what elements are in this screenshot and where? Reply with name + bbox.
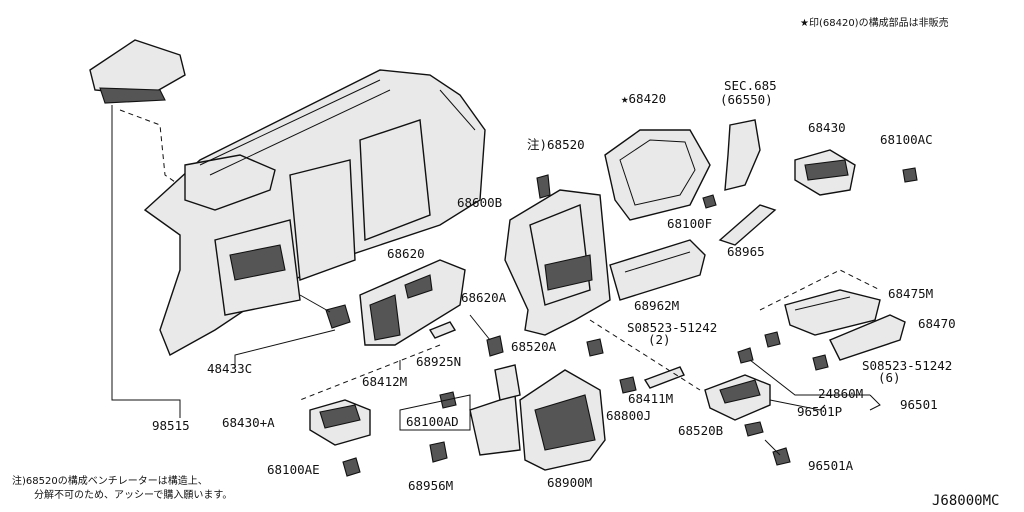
label-68620A: 68620A xyxy=(461,290,507,305)
center-ventilator-68520 xyxy=(504,174,611,336)
label-68520A: 68520A xyxy=(511,339,557,354)
box-68475M xyxy=(784,289,881,336)
label-68100AE: 68100AE xyxy=(267,462,320,477)
label-sec685-sub: (66550) xyxy=(720,92,773,107)
lid-68470 xyxy=(829,314,906,361)
screw-68800J xyxy=(619,376,637,394)
side-panel-68620 xyxy=(359,259,466,346)
label-sec685: SEC.685 xyxy=(724,78,777,93)
label-96501P: 96501P xyxy=(797,404,842,419)
label-68600B: 68600B xyxy=(457,195,502,210)
cluster-lid-68420 xyxy=(604,129,711,221)
trim-68965 xyxy=(718,204,777,246)
strip-68411M xyxy=(643,366,685,389)
label-68430A: 68430+A xyxy=(222,415,275,430)
label-68620: 68620 xyxy=(387,246,425,261)
screw-68620A xyxy=(469,314,504,357)
box-leader xyxy=(759,269,881,311)
label-68956M: 68956M xyxy=(408,478,453,493)
label-68962M: 68962M xyxy=(634,298,679,313)
label-96501A: 96501A xyxy=(808,458,854,473)
header-note: ★印(68420)の構成部品は非販売 xyxy=(800,16,949,29)
label-98515: 98515 xyxy=(152,418,190,433)
label-08523-6-qty: (6) xyxy=(878,370,901,385)
ventilator-leader xyxy=(589,319,701,391)
label-24860M: 24860M xyxy=(818,386,863,401)
leader-68430A xyxy=(299,344,441,401)
screw-08523-2 xyxy=(764,331,781,348)
label-68965: 68965 xyxy=(727,244,765,259)
clip-68520B xyxy=(744,421,764,437)
label-68100AD: 68100AD xyxy=(406,414,459,429)
label-68900M: 68900M xyxy=(547,475,592,490)
screw-68956M xyxy=(429,441,448,463)
label-68925N: 68925N xyxy=(416,354,461,369)
diagram-code: J68000MC xyxy=(932,493,999,509)
instrument-panel xyxy=(143,69,486,356)
label-48433C: 48433C xyxy=(207,361,252,376)
strip-68412M xyxy=(428,321,457,339)
label-68475M: 68475M xyxy=(888,286,933,301)
bracket-68925N xyxy=(494,364,521,401)
label-08523-2-qty: (2) xyxy=(648,332,671,347)
leader-96501 xyxy=(749,359,881,411)
airbag-module xyxy=(89,39,186,104)
switch-68430A xyxy=(309,399,371,446)
label-68520-note: 注)68520 xyxy=(527,137,585,152)
label-08523-6: S08523-51242 xyxy=(862,358,952,373)
label-68412M: 68412M xyxy=(362,374,407,389)
cupholder-96501 xyxy=(704,347,771,421)
screw-68520A xyxy=(586,338,604,357)
label-68800J: 68800J xyxy=(606,408,651,423)
box-68100AD xyxy=(399,394,471,431)
label-68430: 68430 xyxy=(808,120,846,135)
label-68420: ★68420 xyxy=(621,91,666,106)
screw-68100AC xyxy=(902,167,918,183)
footer-note-line1: 注)68520の構成ベンチレーターは構造上、 xyxy=(12,474,208,487)
label-96501: 96501 xyxy=(900,397,938,412)
bracket-sec685 xyxy=(724,119,761,191)
screw-48433C xyxy=(299,294,351,329)
screw-96501A xyxy=(764,439,791,466)
label-68411M: 68411M xyxy=(628,391,673,406)
lower-panel-68900M xyxy=(469,369,606,471)
label-68470: 68470 xyxy=(918,316,956,331)
footer-note-line2: 分解不可のため、アッシーで購入願います。 xyxy=(34,488,232,501)
switch-68430 xyxy=(794,149,856,196)
label-08523-2: S08523-51242 xyxy=(627,320,717,335)
screw-68100F xyxy=(702,194,717,209)
screw-68100AE xyxy=(342,457,361,477)
airbag-leader xyxy=(119,109,216,211)
leader-98515 xyxy=(111,105,181,418)
screw-08523-6 xyxy=(812,354,829,371)
label-68520B: 68520B xyxy=(678,423,723,438)
label-68100F: 68100F xyxy=(667,216,712,231)
label-68100AC: 68100AC xyxy=(880,132,933,147)
cluster-mask-68962M xyxy=(609,239,706,301)
leader-48433C xyxy=(234,329,336,368)
